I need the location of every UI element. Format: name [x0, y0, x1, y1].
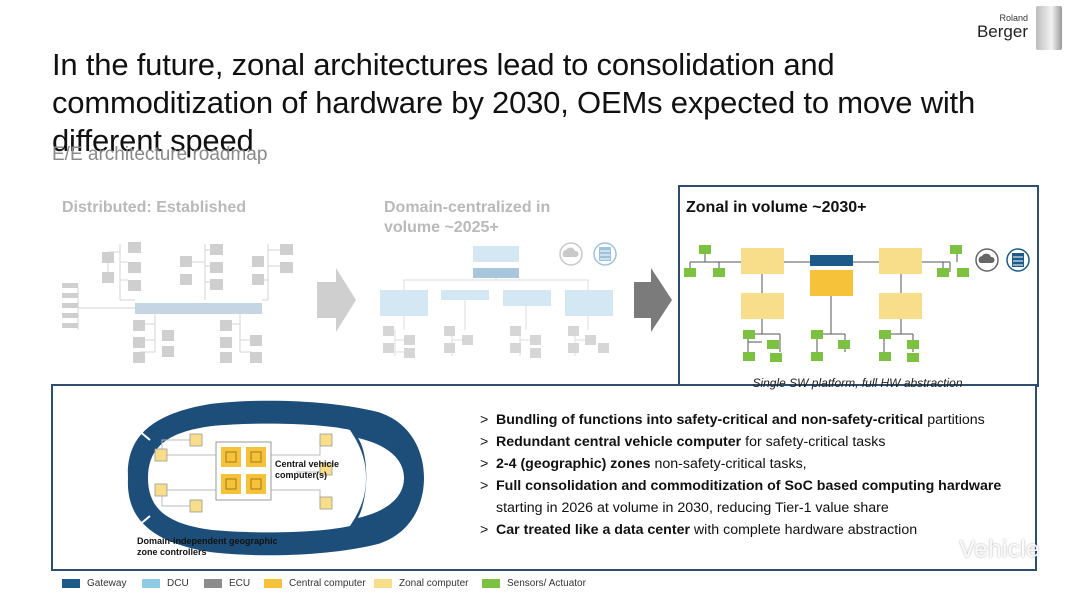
central-computer [810, 270, 853, 296]
legend-item-zonal-computer: Zonal computer [374, 576, 468, 590]
list-item: >Redundant central vehicle computer for … [480, 434, 886, 450]
car-label-central: Central vehicle computer(s) [275, 459, 340, 480]
zonal-stage-frame [678, 185, 1039, 387]
logo-line1: Roland [999, 13, 1028, 23]
legend-swatch [142, 578, 160, 588]
zonal-caption: Single SW platform, full HW abstraction [752, 376, 963, 390]
dcu-1 [380, 290, 428, 316]
progression-arrow-2 [634, 268, 672, 332]
page-title: In the future, zonal architectures lead … [52, 47, 976, 158]
dcu-top [473, 246, 519, 262]
list-item: >2-4 (geographic) zones non-safety-criti… [480, 456, 807, 472]
car-label-zone: Domain-independent geographic zone contr… [137, 536, 278, 557]
progression-arrow-1 [317, 268, 356, 332]
key-points-list: >Bundling of functions into safety-criti… [480, 409, 1020, 541]
logo-line2: Berger [976, 22, 1028, 41]
legend-item-central-computer: Central computer [264, 576, 366, 590]
server-icon-faded [593, 242, 617, 266]
legend-swatch [204, 578, 222, 588]
ecu-boxes [62, 242, 293, 363]
list-item: >Full consolidation and commoditization … [480, 478, 1002, 516]
page-subtitle: E/E architecture roadmap [52, 144, 268, 165]
list-item: >Bundling of functions into safety-criti… [480, 412, 985, 428]
roland-berger-logo: Roland Berger [977, 6, 1072, 50]
legend-swatch [374, 578, 392, 588]
watermark: Vehicle [959, 536, 1040, 563]
sensor-actuators [684, 245, 969, 362]
logo-mark [1036, 6, 1062, 50]
legend-item-sensors: Sensors/ Actuator [482, 576, 586, 590]
gateway-bus [135, 303, 262, 314]
list-item: >Car treated like a data center with com… [480, 522, 918, 538]
legend-item-gateway: Gateway [62, 576, 126, 590]
zonal-computers [741, 248, 922, 319]
legend-swatch [62, 578, 80, 588]
dcu-3 [503, 290, 551, 306]
stage-zonal-title: Zonal in volume ~2030+ [686, 199, 867, 216]
stage-distributed-title: Distributed: Established [62, 199, 247, 216]
zone-controllers [154, 433, 333, 513]
server-icon [1006, 248, 1030, 272]
gateway-domain [473, 268, 519, 278]
cloud-chip-icon-faded [559, 242, 583, 266]
legend-item-dcu: DCU [142, 576, 189, 590]
legend-swatch [264, 578, 282, 588]
dcu-2 [441, 290, 489, 300]
legend-item-ecu: ECU [204, 576, 250, 590]
dcu-4 [565, 290, 613, 316]
central-chips [221, 447, 266, 494]
cloud-chip-icon [975, 248, 999, 272]
stage-domain-title: Domain-centralized in volume ~2025+ [384, 199, 551, 236]
legend: Gateway DCU ECU Central computer Zonal c… [62, 576, 662, 590]
legend-swatch [482, 578, 500, 588]
gateway-zonal [810, 255, 853, 266]
